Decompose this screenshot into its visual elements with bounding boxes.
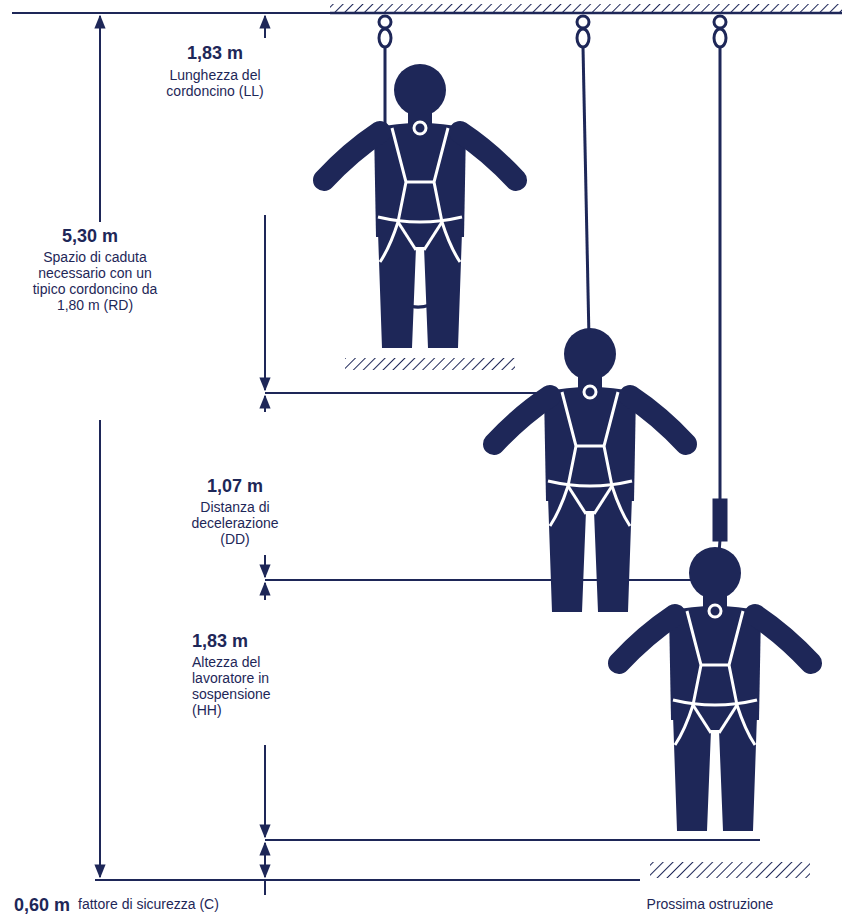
dimension-label: Altezza del lavoratore in sospensione (H…: [190, 653, 290, 719]
dimension-label: Distanza di decelerazione (DD): [175, 498, 295, 548]
dimension-value: 1,83 m: [190, 630, 270, 652]
dimension-label: Spazio di caduta necessario con un tipic…: [20, 248, 170, 314]
dimension-value: 5,30 m: [45, 225, 135, 247]
dimension-label: fattore di sicurezza (C): [76, 895, 221, 913]
dimension-value: 0,60 m: [12, 894, 72, 916]
dimension-label: Lunghezza del cordoncino (LL): [155, 66, 275, 100]
dimension-value: 1,07 m: [195, 475, 275, 497]
obstruction-label: Prossima ostruzione: [620, 895, 800, 913]
dimension-value: 1,83 m: [175, 42, 255, 64]
